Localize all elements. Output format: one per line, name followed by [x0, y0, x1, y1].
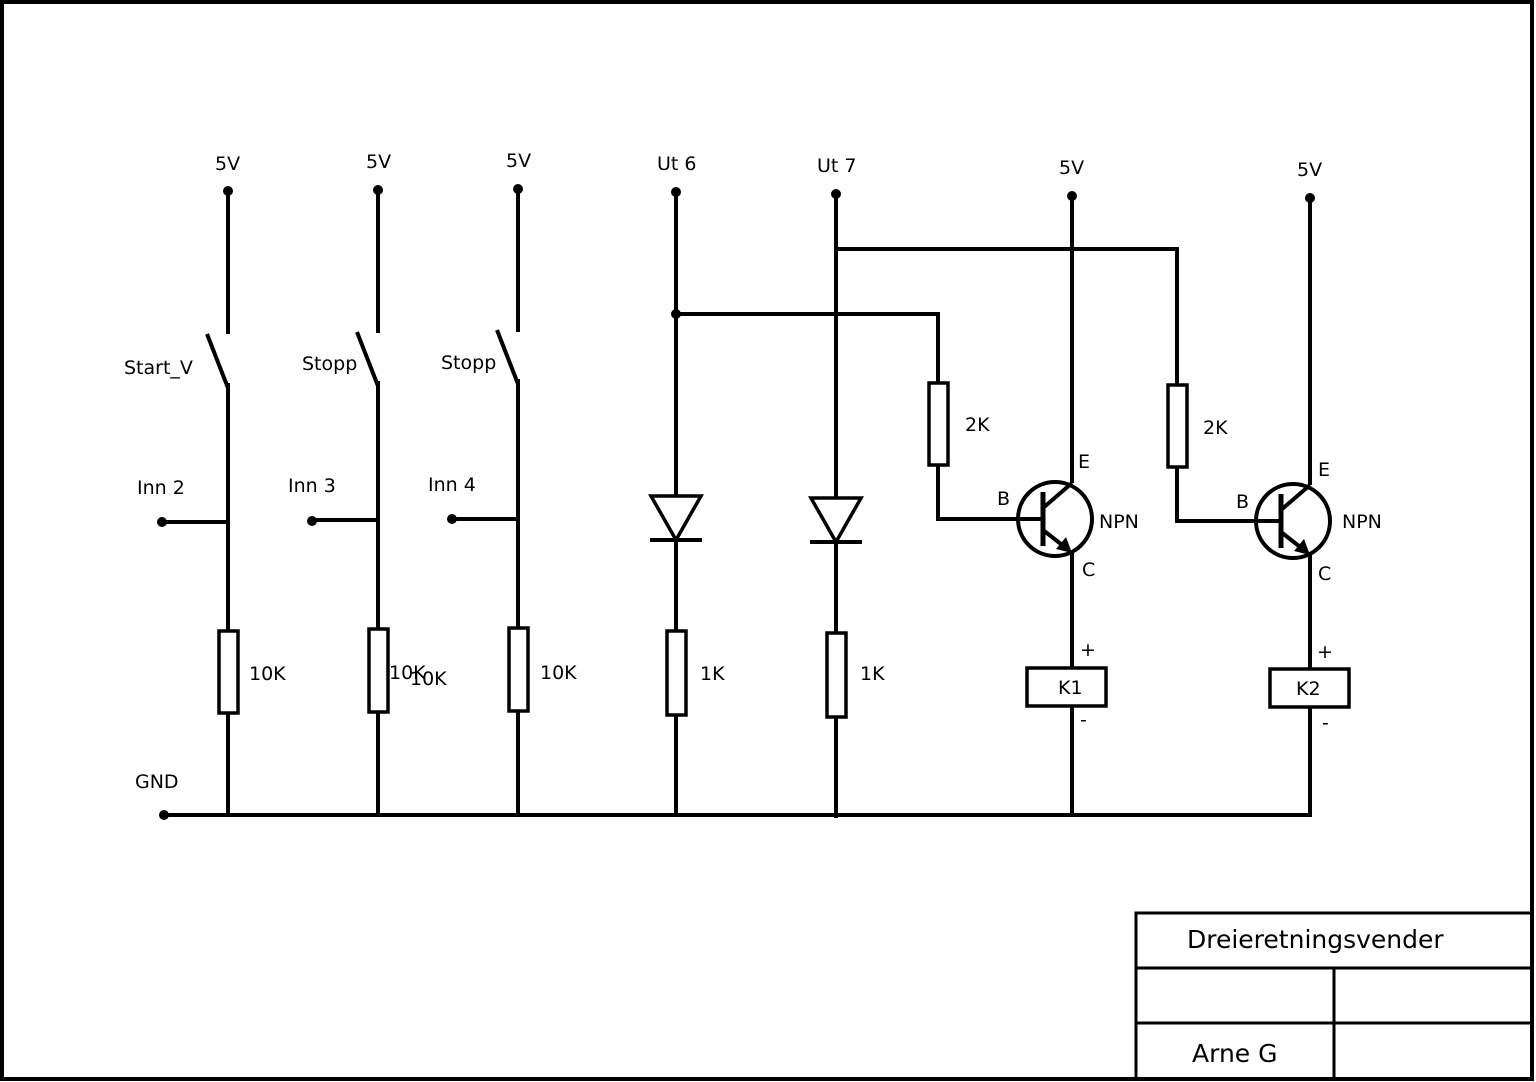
base-drive-wires: [676, 247, 1258, 523]
diode-1: [647, 494, 705, 544]
resistor-label-2k-2: 2K: [1203, 417, 1228, 439]
supply-terminal-5: [1305, 193, 1315, 203]
transistor-1-emitter-label: E: [1078, 451, 1090, 473]
output-column-ut6: [647, 187, 705, 815]
output-terminal-ut7: [831, 189, 841, 199]
transistor-1: [1016, 191, 1094, 815]
ground-terminal: [159, 810, 169, 820]
resistor-2k-1: [927, 381, 950, 467]
relay-k1: [1025, 666, 1108, 708]
relay-k1-minus-label: -: [1080, 709, 1087, 731]
supply-terminal-1: [223, 186, 233, 196]
supply-label-5: 5V: [1297, 159, 1322, 181]
transistor-1-type-label: NPN: [1099, 511, 1139, 533]
relay-k2-minus-label: -: [1322, 712, 1329, 734]
transistor-2-base-label: B: [1236, 491, 1249, 513]
switch-column-1: [157, 186, 240, 815]
relay-k1-plus-label: +: [1080, 639, 1096, 661]
resistor-label-10k-1: 10K: [249, 663, 286, 685]
resistor-label-10k-3: 10K: [540, 662, 577, 684]
resistor-10k-3: [507, 626, 530, 713]
transistor-2-type-label: NPN: [1342, 511, 1382, 533]
switch-label-3: Stopp: [441, 352, 496, 374]
input-terminal-3: [447, 514, 457, 524]
transistor-2: [1254, 193, 1332, 815]
relay-k2-plus-label: +: [1317, 641, 1333, 663]
input-label-2: Inn 3: [288, 475, 336, 497]
relay-k2-label: K2: [1296, 678, 1321, 700]
ground-label: GND: [135, 771, 179, 793]
transistor-1-base-label: B: [997, 488, 1010, 510]
output-label-ut7: Ut 7: [817, 155, 856, 177]
resistor-label-1k-1: 1K: [700, 663, 725, 685]
supply-terminal-3: [513, 184, 523, 194]
supply-label-1: 5V: [215, 153, 240, 175]
output-label-ut6: Ut 6: [657, 153, 696, 175]
switch-label-1: Start_V: [124, 357, 193, 379]
resistor-10k-2: [367, 627, 390, 714]
resistor-label-10k-2b: 10K: [410, 668, 447, 690]
switch-column-3: [447, 184, 530, 815]
transistor-1-collector-label: C: [1082, 559, 1095, 581]
input-label-1: Inn 2: [137, 477, 185, 499]
resistor-1k-1: [665, 629, 688, 717]
switch-column-2: [307, 185, 390, 815]
diode-2: [807, 496, 865, 546]
resistor-label-10k-2: 10K: [389, 662, 426, 684]
resistor-label-2k-1: 2K: [965, 414, 990, 436]
transistor-2-emitter-label: E: [1318, 459, 1330, 481]
input-terminal-1: [157, 517, 167, 527]
input-terminal-2: [307, 516, 317, 526]
supply-terminal-4: [1067, 191, 1077, 201]
resistor-10k-1: [217, 629, 240, 715]
switch-label-2: Stopp: [302, 353, 357, 375]
relay-k2: [1268, 667, 1351, 709]
output-column-ut7: [807, 189, 865, 818]
drawing-author: Arne G: [1192, 1039, 1278, 1068]
input-label-3: Inn 4: [428, 474, 476, 496]
resistor-2k-2: [1166, 383, 1189, 469]
resistor-1k-2: [825, 631, 848, 719]
supply-label-2: 5V: [366, 151, 391, 173]
transistor-2-collector-label: C: [1318, 563, 1331, 585]
title-block: [1134, 911, 1534, 1081]
supply-label-3: 5V: [506, 150, 531, 172]
drawing-title: Dreieretningsvender: [1187, 925, 1444, 954]
output-terminal-ut6: [671, 187, 681, 197]
relay-k1-label: K1: [1058, 677, 1083, 699]
resistor-label-1k-2: 1K: [860, 663, 885, 685]
supply-label-4: 5V: [1059, 157, 1084, 179]
supply-terminal-2: [373, 185, 383, 195]
